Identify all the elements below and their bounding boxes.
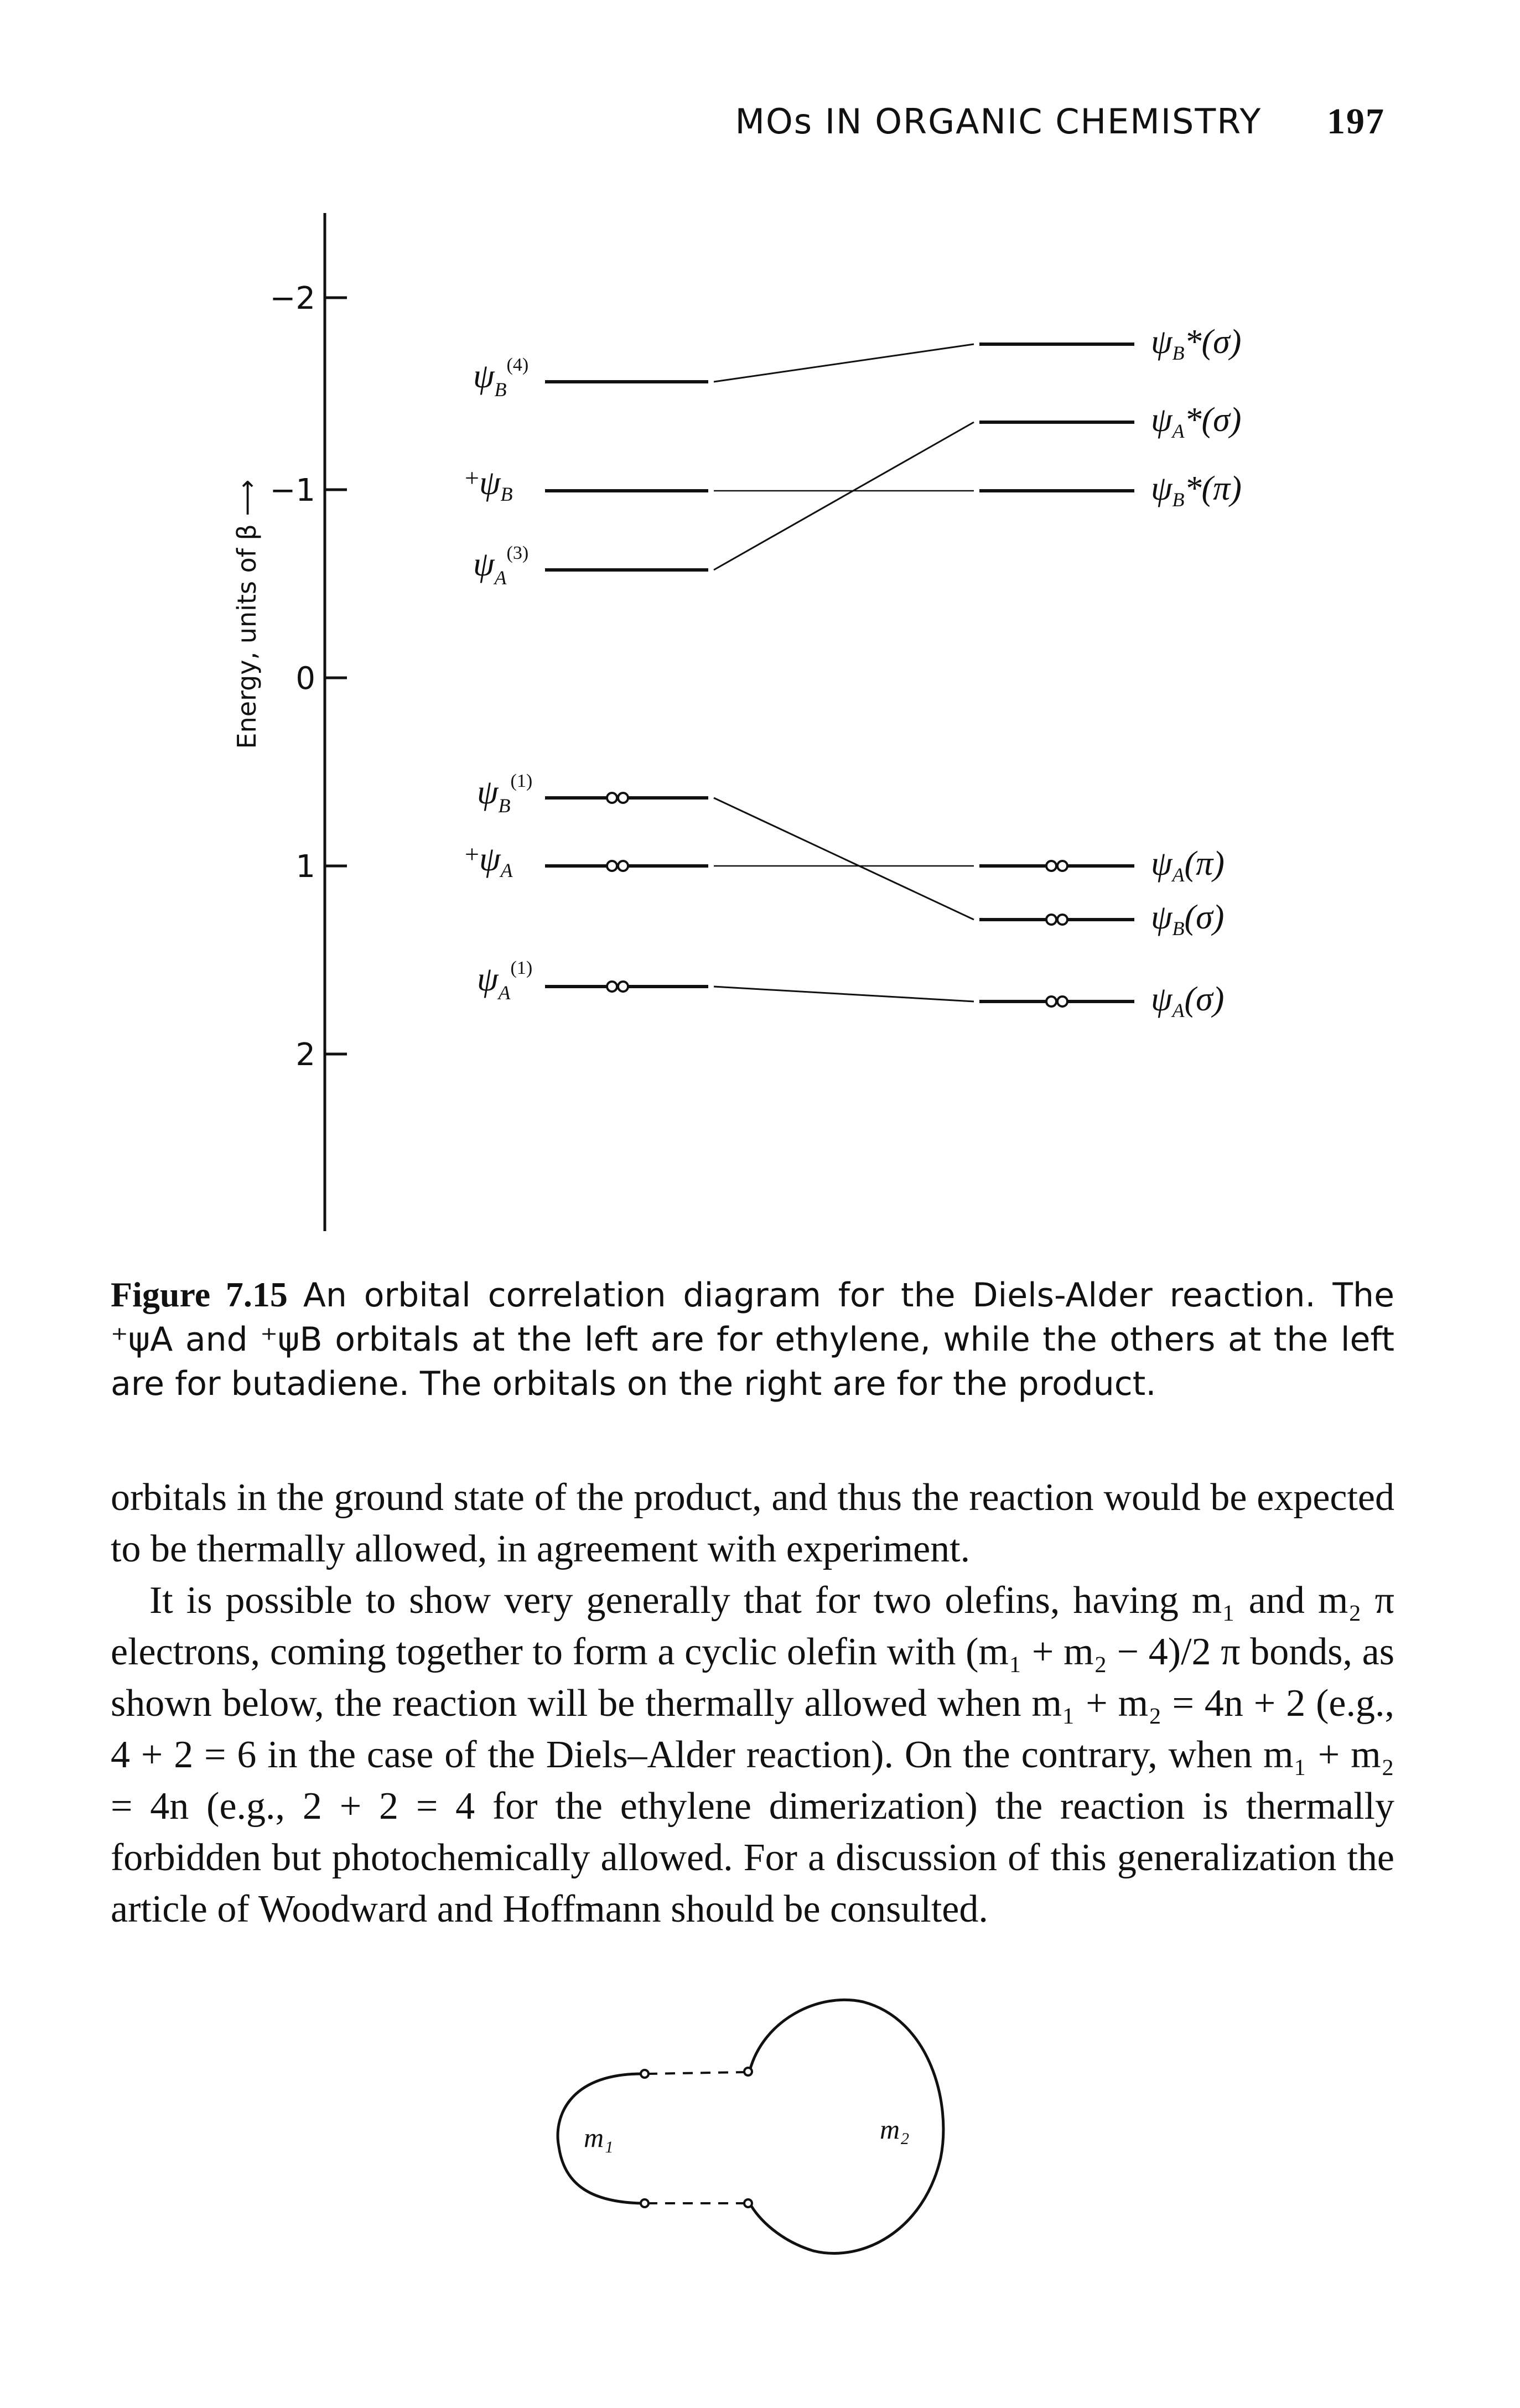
- correlation-line: [713, 421, 974, 571]
- page-number: 197: [1327, 101, 1385, 142]
- m1-arc: [556, 2072, 642, 2205]
- label-plusPsiA: +ψA: [465, 840, 513, 881]
- tick-label: −1: [269, 473, 315, 508]
- m1-label: m₁: [584, 2122, 614, 2153]
- paragraph: It is possible to show very generally th…: [111, 1579, 1394, 1930]
- tick-label: −2: [269, 281, 315, 316]
- bond-end: [743, 2067, 753, 2077]
- label-psiA1: ψA(1): [477, 958, 532, 1004]
- bond-end: [640, 2198, 650, 2208]
- m2-label: m₂: [880, 2114, 910, 2145]
- correlation-line: [713, 343, 974, 383]
- bond-end: [743, 2198, 753, 2208]
- electron: [1056, 995, 1068, 1008]
- correlation-line: [713, 985, 974, 1003]
- axis-title: Energy, units of β ⟶: [232, 480, 262, 749]
- paragraph: orbitals in the ground state of the prod…: [111, 1476, 1394, 1570]
- figure-label: Figure 7.15: [111, 1275, 288, 1314]
- correlation-line: [713, 797, 974, 921]
- label-psiBsigmaStar: ψB*(σ): [1151, 323, 1241, 364]
- orbital-correlation-diagram: −2 −1 0 1 2 Energy, units of β ⟶: [232, 213, 1242, 1231]
- label-psiApi: ψA(π): [1151, 845, 1225, 886]
- label-plusPsiB: +ψB: [465, 464, 512, 505]
- label-psiAsigmaStar: ψA*(σ): [1151, 401, 1241, 442]
- tick-label: 2: [295, 1037, 315, 1073]
- caption-text: An orbital correlation diagram for the D…: [111, 1276, 1394, 1403]
- body-text: orbitals in the ground state of the prod…: [111, 1472, 1394, 1935]
- electron: [617, 980, 629, 993]
- electron: [1056, 914, 1068, 926]
- running-title: MOs IN ORGANIC CHEMISTRY: [735, 101, 1262, 142]
- m2-arc: [748, 1998, 945, 2255]
- electron: [1056, 860, 1068, 872]
- label-psiBsigma: ψB(σ): [1151, 899, 1224, 940]
- tick-label: 0: [295, 661, 315, 697]
- dashed-bond: [647, 2071, 745, 2075]
- tick-label: 1: [295, 849, 315, 885]
- running-head: MOs IN ORGANIC CHEMISTRY 197: [735, 101, 1385, 143]
- label-psiB1: ψB(1): [477, 771, 532, 817]
- label-psiB4: ψB(4): [473, 355, 528, 401]
- label-psiAsigma: ψA(σ): [1151, 980, 1224, 1021]
- label-psiA3: ψA(3): [473, 543, 528, 589]
- electron: [617, 792, 629, 804]
- electron: [617, 860, 629, 872]
- bond-end: [640, 2069, 650, 2079]
- label-psiBpiStar: ψB*(π): [1151, 470, 1242, 511]
